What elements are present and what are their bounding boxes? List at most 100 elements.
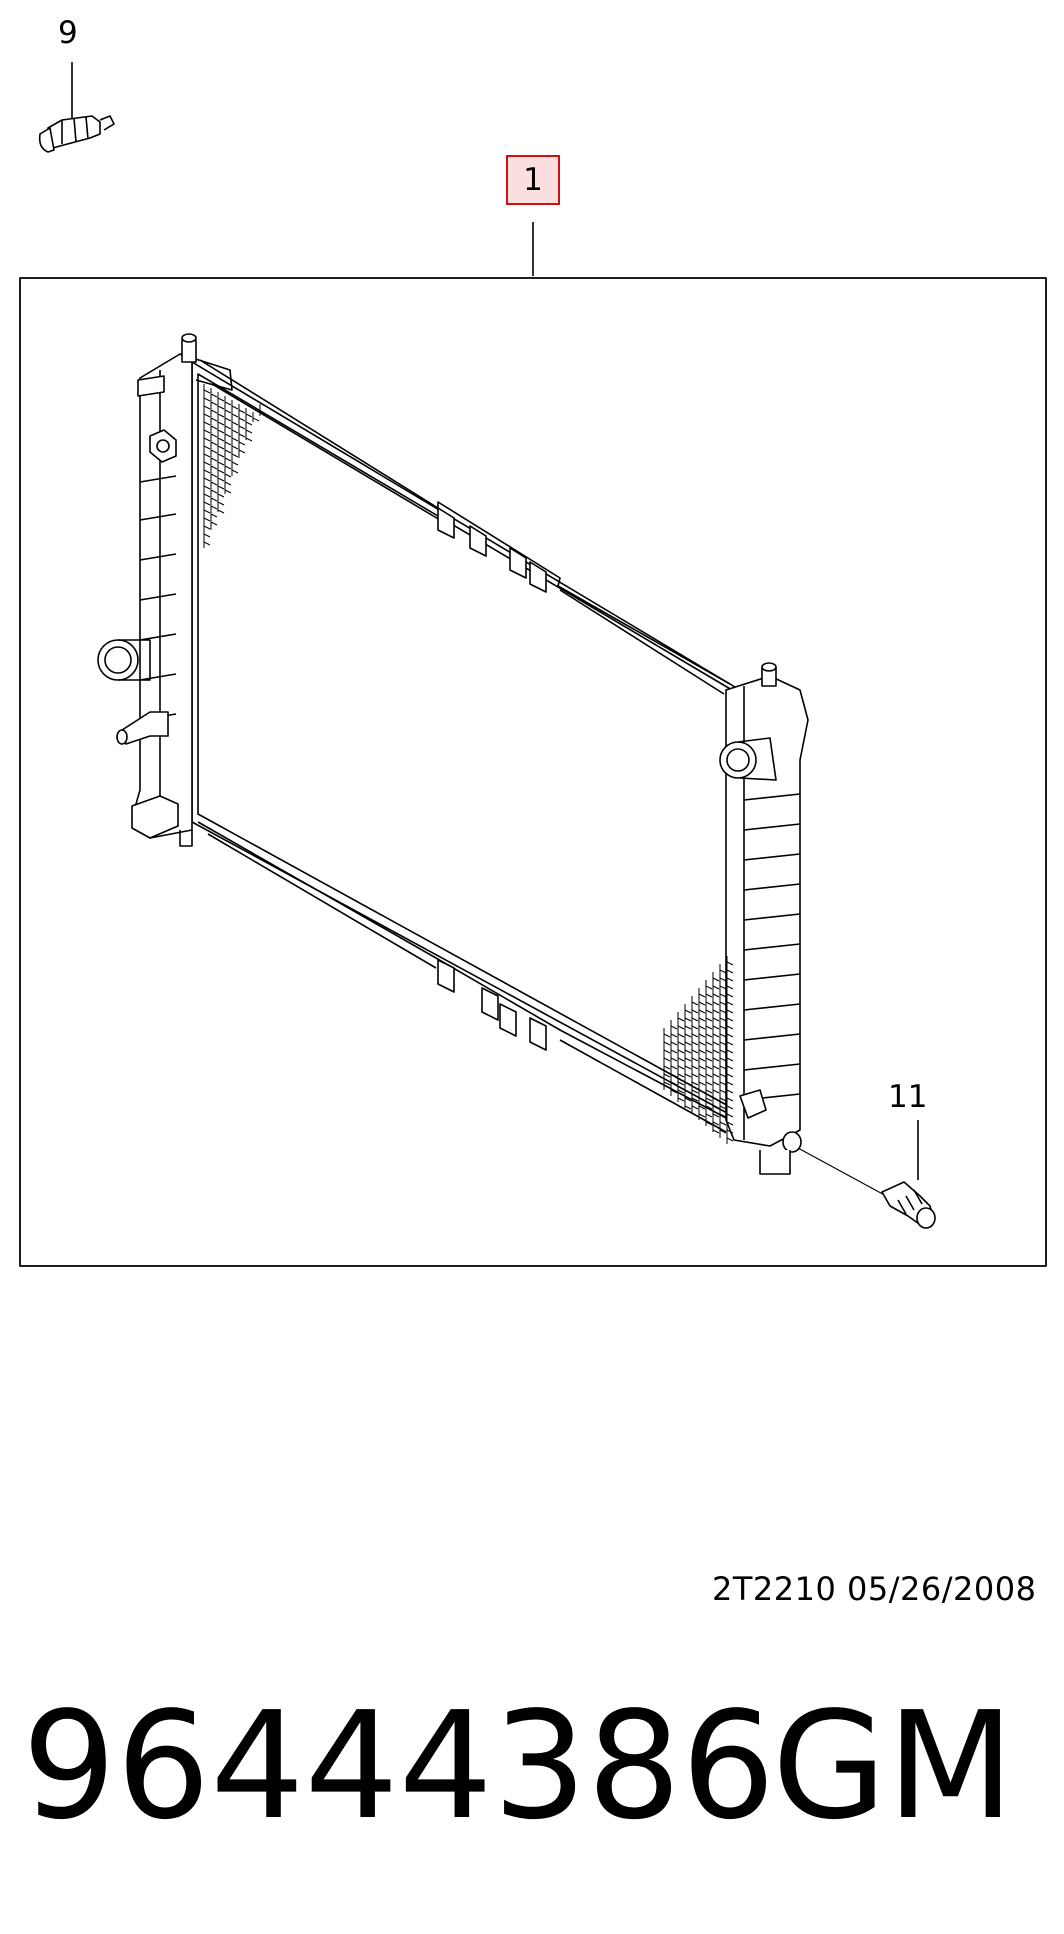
fin-tick (698, 1041, 706, 1046)
fin-tick (677, 1025, 685, 1030)
fin-tick (726, 1097, 734, 1102)
fin-tick (231, 437, 239, 442)
core-fin-hatching (203, 384, 261, 548)
fin-tick (726, 1073, 734, 1078)
fin-tick (719, 993, 727, 998)
fin-tick (203, 493, 211, 498)
fin-tick (231, 469, 239, 474)
fin-tick (726, 1057, 734, 1062)
fin-tick (719, 1001, 727, 1006)
temperature-sensor-icon (38, 62, 115, 153)
fin-tick (712, 985, 720, 990)
fin-tick (663, 1065, 671, 1070)
fin-tick (698, 1017, 706, 1022)
fin-tick (203, 477, 211, 482)
fin-tick (203, 461, 211, 466)
fin-tick (726, 1121, 734, 1126)
fin-tick (203, 501, 211, 506)
fin-tick (210, 473, 218, 478)
fin-tick (203, 469, 211, 474)
fin-tick (726, 1041, 734, 1046)
fin-tick (224, 449, 232, 454)
drain-plug-icon (797, 1120, 936, 1229)
fin-tick (726, 1065, 734, 1070)
fin-tick (203, 397, 211, 402)
fin-tick (691, 1073, 699, 1078)
fin-tick (684, 1057, 692, 1062)
fin-tick (684, 1033, 692, 1038)
fin-tick (719, 1121, 727, 1126)
fin-tick (726, 1001, 734, 1006)
fin-tick (726, 1089, 734, 1094)
fin-tick (210, 393, 218, 398)
fin-tick (231, 453, 239, 458)
fin-tick (691, 1017, 699, 1022)
fin-tick (712, 1025, 720, 1030)
fin-tick (726, 985, 734, 990)
fin-tick (719, 1113, 727, 1118)
fin-tick (705, 985, 713, 990)
fin-tick (698, 1009, 706, 1014)
fin-tick (705, 1105, 713, 1110)
fin-tick (705, 1017, 713, 1022)
fin-tick (663, 1081, 671, 1086)
fin-tick (705, 1065, 713, 1070)
fin-tick (217, 509, 225, 514)
fin-tick (684, 1025, 692, 1030)
fin-tick (203, 389, 211, 394)
fin-tick (224, 473, 232, 478)
fin-tick (726, 993, 734, 998)
fin-tick (698, 1065, 706, 1070)
drawing-code: 2T2210 05/26/2008 (712, 1570, 1037, 1608)
fin-tick (712, 1097, 720, 1102)
fin-tick (217, 485, 225, 490)
fin-tick (705, 1033, 713, 1038)
fin-tick (238, 409, 246, 414)
fin-tick (726, 1017, 734, 1022)
fin-tick (677, 1065, 685, 1070)
fin-tick (691, 1081, 699, 1086)
fin-tick (726, 1025, 734, 1030)
fin-tick (677, 1073, 685, 1078)
fin-tick (712, 1009, 720, 1014)
fin-tick (252, 417, 260, 422)
fin-tick (705, 1009, 713, 1014)
fin-tick (245, 413, 253, 418)
fin-tick (712, 1057, 720, 1062)
fin-tick (691, 1001, 699, 1006)
fin-tick (684, 1065, 692, 1070)
fin-tick (677, 1089, 685, 1094)
fin-tick (231, 413, 239, 418)
fin-tick (238, 417, 246, 422)
fin-tick (203, 445, 211, 450)
fin-tick (726, 1129, 734, 1134)
fin-tick (677, 1033, 685, 1038)
fin-tick (203, 413, 211, 418)
part-number: 96444386 (22, 1680, 776, 1852)
fin-tick (691, 1033, 699, 1038)
fin-tick (691, 1089, 699, 1094)
fin-tick (670, 1065, 678, 1070)
fin-tick (726, 1049, 734, 1054)
fin-tick (677, 1097, 685, 1102)
fin-tick (245, 429, 253, 434)
radiator-icon (97, 333, 809, 1175)
fin-tick (684, 1097, 692, 1102)
fin-tick (705, 1049, 713, 1054)
fin-tick (684, 1017, 692, 1022)
fin-tick (726, 1105, 734, 1110)
fin-tick (719, 977, 727, 982)
fin-tick (698, 1113, 706, 1118)
callout-radiator-number: 1 (506, 155, 560, 205)
fin-tick (670, 1089, 678, 1094)
fin-tick (224, 433, 232, 438)
fin-tick (684, 1009, 692, 1014)
fin-tick (210, 425, 218, 430)
fin-tick (210, 465, 218, 470)
fin-tick (705, 1097, 713, 1102)
fin-tick (677, 1049, 685, 1054)
fin-tick (726, 977, 734, 982)
fin-tick (691, 1049, 699, 1054)
fin-tick (238, 441, 246, 446)
